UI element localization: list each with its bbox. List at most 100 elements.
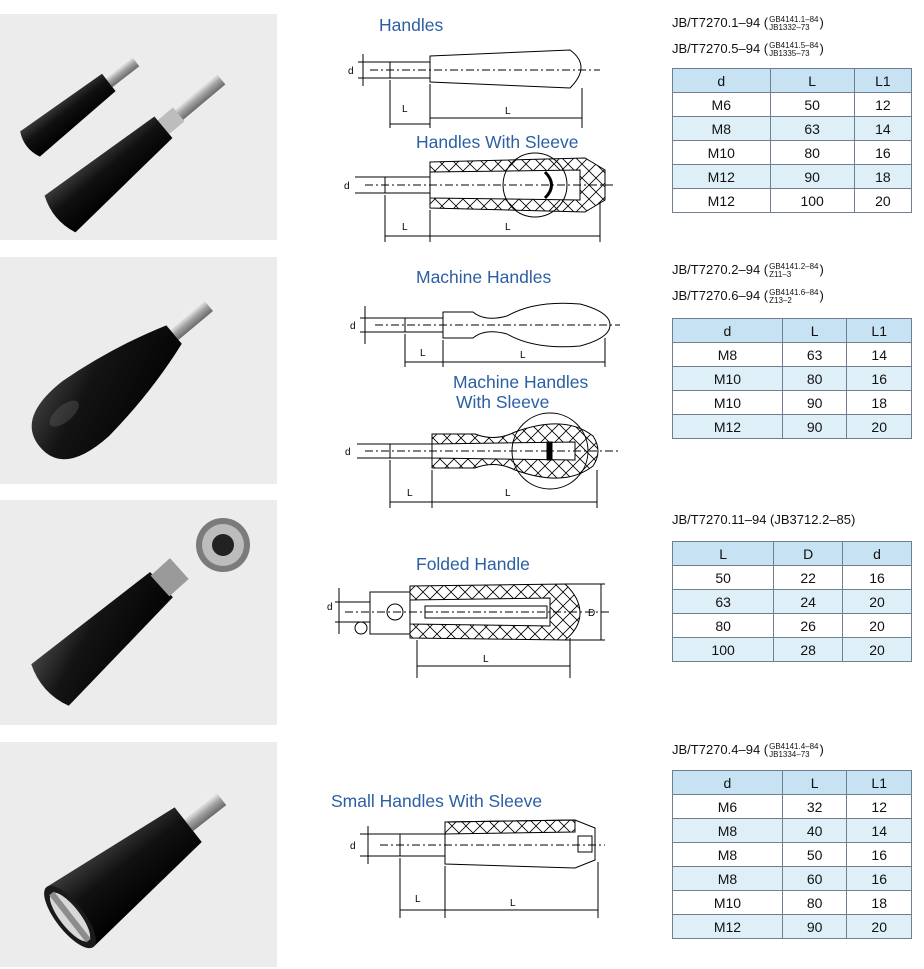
- table-cell: M10: [672, 890, 783, 915]
- table-header-cell: L: [671, 541, 775, 566]
- drawing-title-small-handles: Small Handles With Sleeve: [331, 791, 543, 811]
- dim-D: D: [588, 608, 595, 619]
- table-cell: 16: [853, 140, 913, 165]
- table-cell: 63: [671, 589, 775, 614]
- table-cell: 63: [769, 116, 855, 141]
- table-cell: 12: [853, 92, 913, 117]
- svg-text:d: d: [350, 841, 356, 852]
- table-cell: 90: [781, 914, 848, 939]
- svg-text:d: d: [350, 321, 356, 332]
- table-cell: 90: [781, 414, 848, 439]
- table-cell: 80: [781, 366, 848, 391]
- svg-text:d: d: [345, 447, 351, 458]
- svg-text:L: L: [402, 222, 408, 233]
- table-header-cell: L1: [846, 770, 912, 795]
- drawing-machine-handles-sleeve: d L L: [345, 412, 620, 508]
- drawing-title-handles: Handles: [379, 15, 444, 35]
- table-header-cell: d: [672, 68, 771, 93]
- svg-text:L: L: [505, 222, 511, 233]
- table-cell: 20: [846, 414, 912, 439]
- svg-text:L: L: [420, 348, 426, 359]
- svg-text:L: L: [415, 894, 421, 905]
- table-cell: 20: [842, 613, 912, 638]
- table-cell: 100: [671, 637, 775, 662]
- drawing-title-machine-handles-sleeve-2: With Sleeve: [456, 392, 550, 412]
- table-cell: 14: [853, 116, 913, 141]
- table-cell: M10: [672, 140, 771, 165]
- drawing-title-folded-handle: Folded Handle: [416, 554, 530, 574]
- table-cell: 80: [781, 890, 848, 915]
- dim-d: d: [348, 66, 354, 77]
- table-cell: 16: [846, 366, 912, 391]
- table-cell: M6: [672, 794, 783, 819]
- table-cell: 16: [842, 565, 912, 590]
- svg-text:L: L: [520, 350, 526, 361]
- drawing-title-machine-handles: Machine Handles: [416, 267, 552, 287]
- table-cell: 63: [781, 342, 848, 367]
- table-header-cell: L: [781, 318, 848, 343]
- table-cell: M12: [672, 164, 771, 189]
- table-header-cell: d: [842, 541, 912, 566]
- handle-photo-1: [0, 14, 277, 240]
- drawing-handles: d L L: [348, 49, 600, 128]
- svg-text:L: L: [510, 898, 516, 909]
- svg-text:L: L: [483, 654, 489, 665]
- drawing-machine-handles: d L L: [350, 302, 620, 367]
- table-cell: 32: [781, 794, 848, 819]
- table-cell: 90: [781, 390, 848, 415]
- table-cell: 20: [842, 589, 912, 614]
- dim-l1: L: [402, 104, 408, 115]
- table-cell: 20: [842, 637, 912, 662]
- table-cell: M8: [672, 842, 783, 867]
- table-cell: M12: [672, 188, 771, 213]
- table-cell: 50: [769, 92, 855, 117]
- table-header-cell: L: [769, 68, 855, 93]
- table-header-cell: d: [672, 318, 783, 343]
- table-cell: 14: [846, 818, 912, 843]
- table-cell: 40: [781, 818, 848, 843]
- svg-text:L: L: [407, 488, 413, 499]
- dim-l: L: [505, 106, 511, 117]
- drawing-title-machine-handles-sleeve-1: Machine Handles: [453, 372, 589, 392]
- table-cell: 90: [769, 164, 855, 189]
- table-cell: 18: [846, 890, 912, 915]
- table-cell: 50: [671, 565, 775, 590]
- table-cell: 14: [846, 342, 912, 367]
- table-cell: M8: [672, 342, 783, 367]
- table-cell: 28: [773, 637, 844, 662]
- table-header-cell: L: [781, 770, 848, 795]
- table-cell: 24: [773, 589, 844, 614]
- table-cell: 16: [846, 866, 912, 891]
- table-header-cell: L1: [846, 318, 912, 343]
- drawing-folded-handle: d D L: [327, 583, 610, 678]
- table-cell: 26: [773, 613, 844, 638]
- table-cell: 100: [769, 188, 855, 213]
- table-cell: M8: [672, 818, 783, 843]
- svg-text:d: d: [344, 181, 350, 192]
